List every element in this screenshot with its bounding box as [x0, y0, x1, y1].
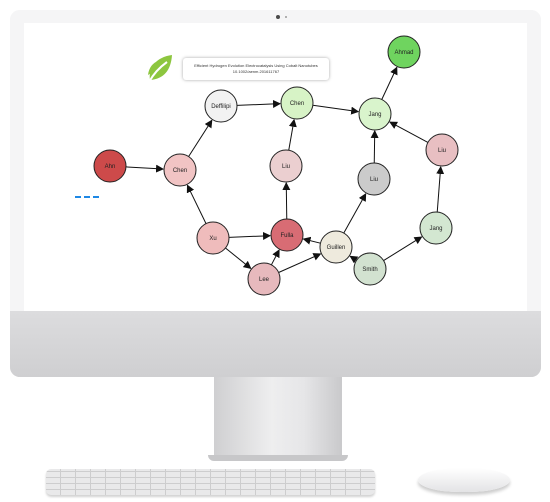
node-lee[interactable]: Lee [247, 262, 281, 296]
node-ahmad[interactable]: Ahmad [387, 35, 421, 69]
node-label: Deffilipi [211, 104, 231, 110]
edge-lee-to-guillen [278, 253, 322, 273]
edge-jang_right-to-liu_right [436, 165, 445, 213]
edge-xu-to-fulla [228, 231, 272, 240]
node-deffilipi[interactable]: Deffilipi [204, 89, 238, 123]
node-circle[interactable] [353, 252, 387, 286]
edge-liu_center-to-chen_top [288, 118, 297, 151]
node-circle[interactable] [204, 89, 238, 123]
node-circle[interactable] [280, 86, 314, 120]
node-chen_top[interactable]: Chen [280, 86, 314, 120]
node-circle[interactable] [93, 149, 127, 183]
node-liu_right[interactable]: Liu [425, 133, 459, 167]
node-ahn[interactable]: Ahn [93, 149, 127, 183]
node-circle[interactable] [269, 149, 303, 183]
edge-guillen-to-fulla [302, 236, 321, 245]
node-circle[interactable] [196, 221, 230, 255]
edge-smith-to-jang_right [383, 236, 423, 261]
node-circle[interactable] [425, 133, 459, 167]
edge-chen_top-to-jang_top [312, 104, 360, 115]
tooltip-title: Efficient Hydrogen Evolution Electrocata… [194, 63, 318, 68]
network-graph: AhmadJangChenDeffilipiAhnChenLiuLiuLiuJa… [93, 35, 459, 296]
edge-jang_top-to-ahmad [381, 66, 398, 100]
node-circle[interactable] [419, 211, 453, 245]
edge-xu-to-lee [225, 247, 252, 269]
node-label: Chen [173, 168, 187, 174]
edge-liu_right-to-jang_top [389, 121, 429, 143]
node-label: Liu [282, 164, 290, 170]
mouse [418, 468, 510, 492]
node-guillen[interactable]: Guillen [319, 230, 353, 264]
edge-chen_left-to-deffilipi [188, 119, 213, 157]
node-chen_left[interactable]: Chen [163, 153, 197, 187]
tooltip-doi: 10.1002/aenm.201611767 [232, 69, 280, 74]
node-label: Lee [259, 277, 270, 283]
node-jang_top[interactable]: Jang [358, 97, 392, 131]
node-circle[interactable] [387, 35, 421, 69]
node-label: Smith [362, 267, 377, 273]
node-label: Guillen [327, 245, 346, 251]
node-label: Xu [209, 236, 216, 242]
node-circle[interactable] [357, 162, 391, 196]
node-xu[interactable]: Xu [196, 221, 230, 255]
edge-xu-to-chen_left [186, 184, 207, 224]
node-smith[interactable]: Smith [353, 252, 387, 286]
node-circle[interactable] [319, 230, 353, 264]
dashed-line [75, 196, 99, 198]
edge-deffilipi-to-chen_top [236, 99, 282, 108]
node-label: Liu [370, 177, 378, 183]
node-liu_center[interactable]: Liu [269, 149, 303, 183]
node-circle[interactable] [270, 218, 304, 252]
camera-icon [276, 15, 280, 19]
node-label: Jang [429, 226, 442, 232]
node-label: Ahn [105, 164, 116, 170]
monitor-chin [10, 311, 541, 377]
node-jang_right[interactable]: Jang [419, 211, 453, 245]
monitor-stand [214, 377, 342, 457]
leaf-icon [146, 53, 174, 88]
edge-guillen-to-liu_gray [343, 192, 367, 234]
edge-ahn-to-chen_left [125, 164, 165, 173]
node-circle[interactable] [247, 262, 281, 296]
node-label: Chen [290, 101, 304, 107]
node-circle[interactable] [163, 153, 197, 187]
node-label: Jang [368, 112, 381, 118]
keyboard [46, 469, 375, 495]
edge-fulla-to-liu_center [282, 181, 291, 220]
sensor-dot [285, 16, 287, 18]
stand-foot [208, 455, 348, 461]
node-label: Fulla [280, 233, 294, 239]
edge-lee-to-fulla [270, 249, 280, 266]
node-label: Ahmad [394, 50, 413, 56]
node-circle[interactable] [358, 97, 392, 131]
edge-smith-to-guillen [349, 255, 359, 264]
node-label: Liu [438, 148, 446, 154]
tooltip: Efficient Hydrogen Evolution Electrocata… [183, 58, 329, 80]
node-liu_gray[interactable]: Liu [357, 162, 391, 196]
node-fulla[interactable]: Fulla [270, 218, 304, 252]
